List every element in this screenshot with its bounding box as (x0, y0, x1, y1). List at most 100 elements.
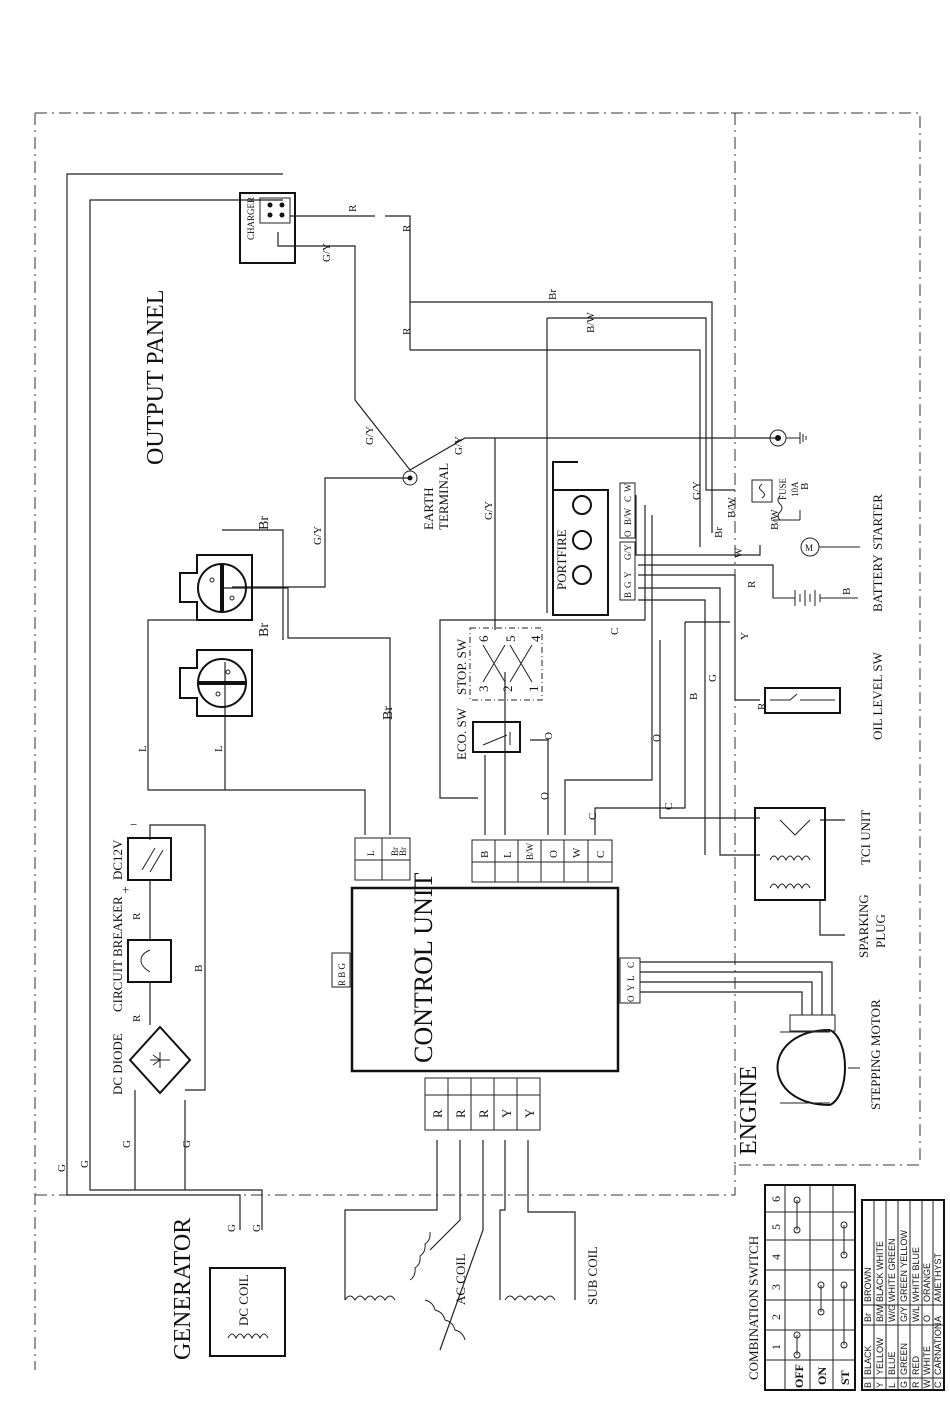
legend-cell-4-1: RED (911, 1355, 921, 1375)
stop-t2: 2 (500, 686, 515, 693)
sub-coil-label: SUB COIL (585, 1246, 600, 1305)
combination-switch-title: COMBINATION SWITCH (746, 1236, 761, 1380)
wl-bw1: B/W (585, 312, 597, 333)
legend-cell-0-1: BLACK (863, 1345, 873, 1375)
wl-l2: L (213, 745, 225, 752)
dc-diode: DC DIODE (110, 1025, 192, 1095)
wl-br1: Br (547, 289, 559, 300)
cu-b-3: Y (499, 1108, 514, 1118)
wl-c1: C (609, 628, 621, 635)
stepping-motor: STEPPING MOTOR (776, 999, 883, 1110)
legend-cell-2-0: L (887, 1383, 897, 1388)
legend-cell-6-2: A (933, 1316, 943, 1322)
portfire: PORTFIRE (552, 461, 636, 616)
wl-r2: R (401, 224, 413, 232)
cs-connections (793, 1196, 848, 1359)
stop-t5: 5 (503, 636, 518, 643)
cu-r-0: O (626, 995, 636, 1002)
starter-label: STARTER (870, 494, 885, 550)
legend-cell-0-0: B (863, 1382, 873, 1388)
ac-outlet-1 (179, 554, 253, 621)
wl-b3: B (799, 483, 811, 490)
wires (66, 173, 845, 1351)
wl-r6: R (131, 912, 143, 920)
pf-bot-0: B (623, 592, 633, 598)
wl-b4: B (841, 588, 853, 595)
wl-br2: Br (257, 516, 272, 530)
battery: BATTERY (773, 554, 885, 612)
pf-top-1: B/W (623, 507, 633, 525)
charger: CHARGER (239, 192, 296, 264)
cs-row-st: ST (838, 1370, 852, 1385)
legend-cell-1-1: YELLOW (875, 1337, 885, 1375)
cu-left-small-connector: L Br Br (354, 837, 411, 881)
cu-left-side-label: R B G (337, 962, 347, 986)
legend-cell-1-0: Y (875, 1382, 885, 1388)
portfire-connectors: O B/W C W B G Y G/Y (623, 483, 633, 598)
charger-label: CHARGER (246, 197, 256, 240)
starter: M STARTER (773, 494, 885, 557)
stop-sw-label: STOP. SW (454, 638, 469, 695)
legend-cell-3-3: GREEN YELLOW (899, 1230, 909, 1302)
legend-cell-4-0: R (911, 1381, 921, 1388)
legend-cell-2-2: W/G (887, 1304, 897, 1322)
legend-cell-6-0: C (933, 1381, 943, 1388)
legend-cell-5-3: ORANGE (922, 1263, 932, 1302)
ground-symbol (769, 429, 807, 447)
wl-br4: Br (381, 706, 396, 720)
cs-col-4: 4 (769, 1254, 783, 1260)
cu-r-2: L (626, 976, 636, 982)
eco-sw-label: ECO. SW (454, 707, 469, 760)
cu-left-side-connector: R B G (331, 952, 351, 988)
cu-r-3: C (626, 962, 636, 968)
cu-b-1: R (453, 1109, 468, 1118)
pf-top-2: C (623, 496, 633, 502)
combination-switch-table: COMBINATION SWITCH 1 2 3 4 5 6 OFF ON ST (746, 1184, 856, 1391)
wl-gy1: G/Y (321, 243, 333, 262)
plug-label: PLUG (873, 914, 888, 948)
legend-cell-4-2: W/L (911, 1306, 921, 1322)
dc12v: DC12V + − (110, 817, 172, 897)
pf-bot-1: G (623, 581, 633, 588)
fuse-label: FUSE (778, 477, 788, 500)
legend-cell-6-1: CARNATION (933, 1323, 943, 1375)
wl-l1: L (137, 745, 149, 752)
dc12v-plus: + (122, 882, 129, 897)
pf-bot-3: G/Y (623, 544, 633, 560)
legend-cell-0-2: Br (863, 1313, 873, 1322)
generator-label: GENERATOR (170, 1218, 196, 1360)
cu-right-connector: O Y L C (619, 957, 641, 1004)
wl-y1: Y (739, 632, 751, 640)
wl-c3: C (587, 813, 599, 820)
dc-diode-label: DC DIODE (110, 1033, 125, 1095)
wl-g6: G (251, 1224, 263, 1232)
tci-unit: TCI UNIT (754, 807, 873, 901)
wl-br3: Br (257, 623, 272, 637)
wire-labels: R R R G/Y G/Y G/Y G/Y G/Y G/Y Br Br Br B… (56, 204, 853, 1232)
pf-bot-2: Y (623, 571, 633, 578)
cs-col-2: 2 (769, 1314, 783, 1320)
wl-gy6: G/Y (691, 481, 703, 500)
battery-label: BATTERY (870, 554, 885, 612)
circuit-breaker: CIRCUIT BREAKER (110, 896, 172, 1012)
cu-b-4: Y (522, 1108, 537, 1118)
wl-o1: O (543, 732, 555, 740)
legend-cell-1-2: B/W (875, 1304, 885, 1322)
ac-coil: AC COIL (344, 1231, 468, 1341)
legend-cell-2-3: WHITE GREEN (887, 1238, 897, 1302)
wl-bw3: B/W (769, 509, 781, 530)
wl-gy4: G/Y (483, 501, 495, 520)
cu-top-4: W (571, 847, 583, 858)
cu-r-1: Y (626, 984, 636, 991)
region-boundaries (34, 112, 921, 1370)
cs-row-off: OFF (792, 1364, 806, 1388)
cu-b-2: R (476, 1109, 491, 1118)
oil-level-sw-label: OIL LEVEL SW (870, 651, 885, 740)
wl-b1: B (193, 965, 205, 972)
legend-cell-5-1: WHITE (922, 1346, 932, 1375)
wl-gy5: G/Y (312, 526, 324, 545)
cu-top-2: B/W (525, 842, 535, 860)
wl-g3: G (121, 1140, 133, 1148)
legend-cell-3-1: GREEN (899, 1343, 909, 1375)
